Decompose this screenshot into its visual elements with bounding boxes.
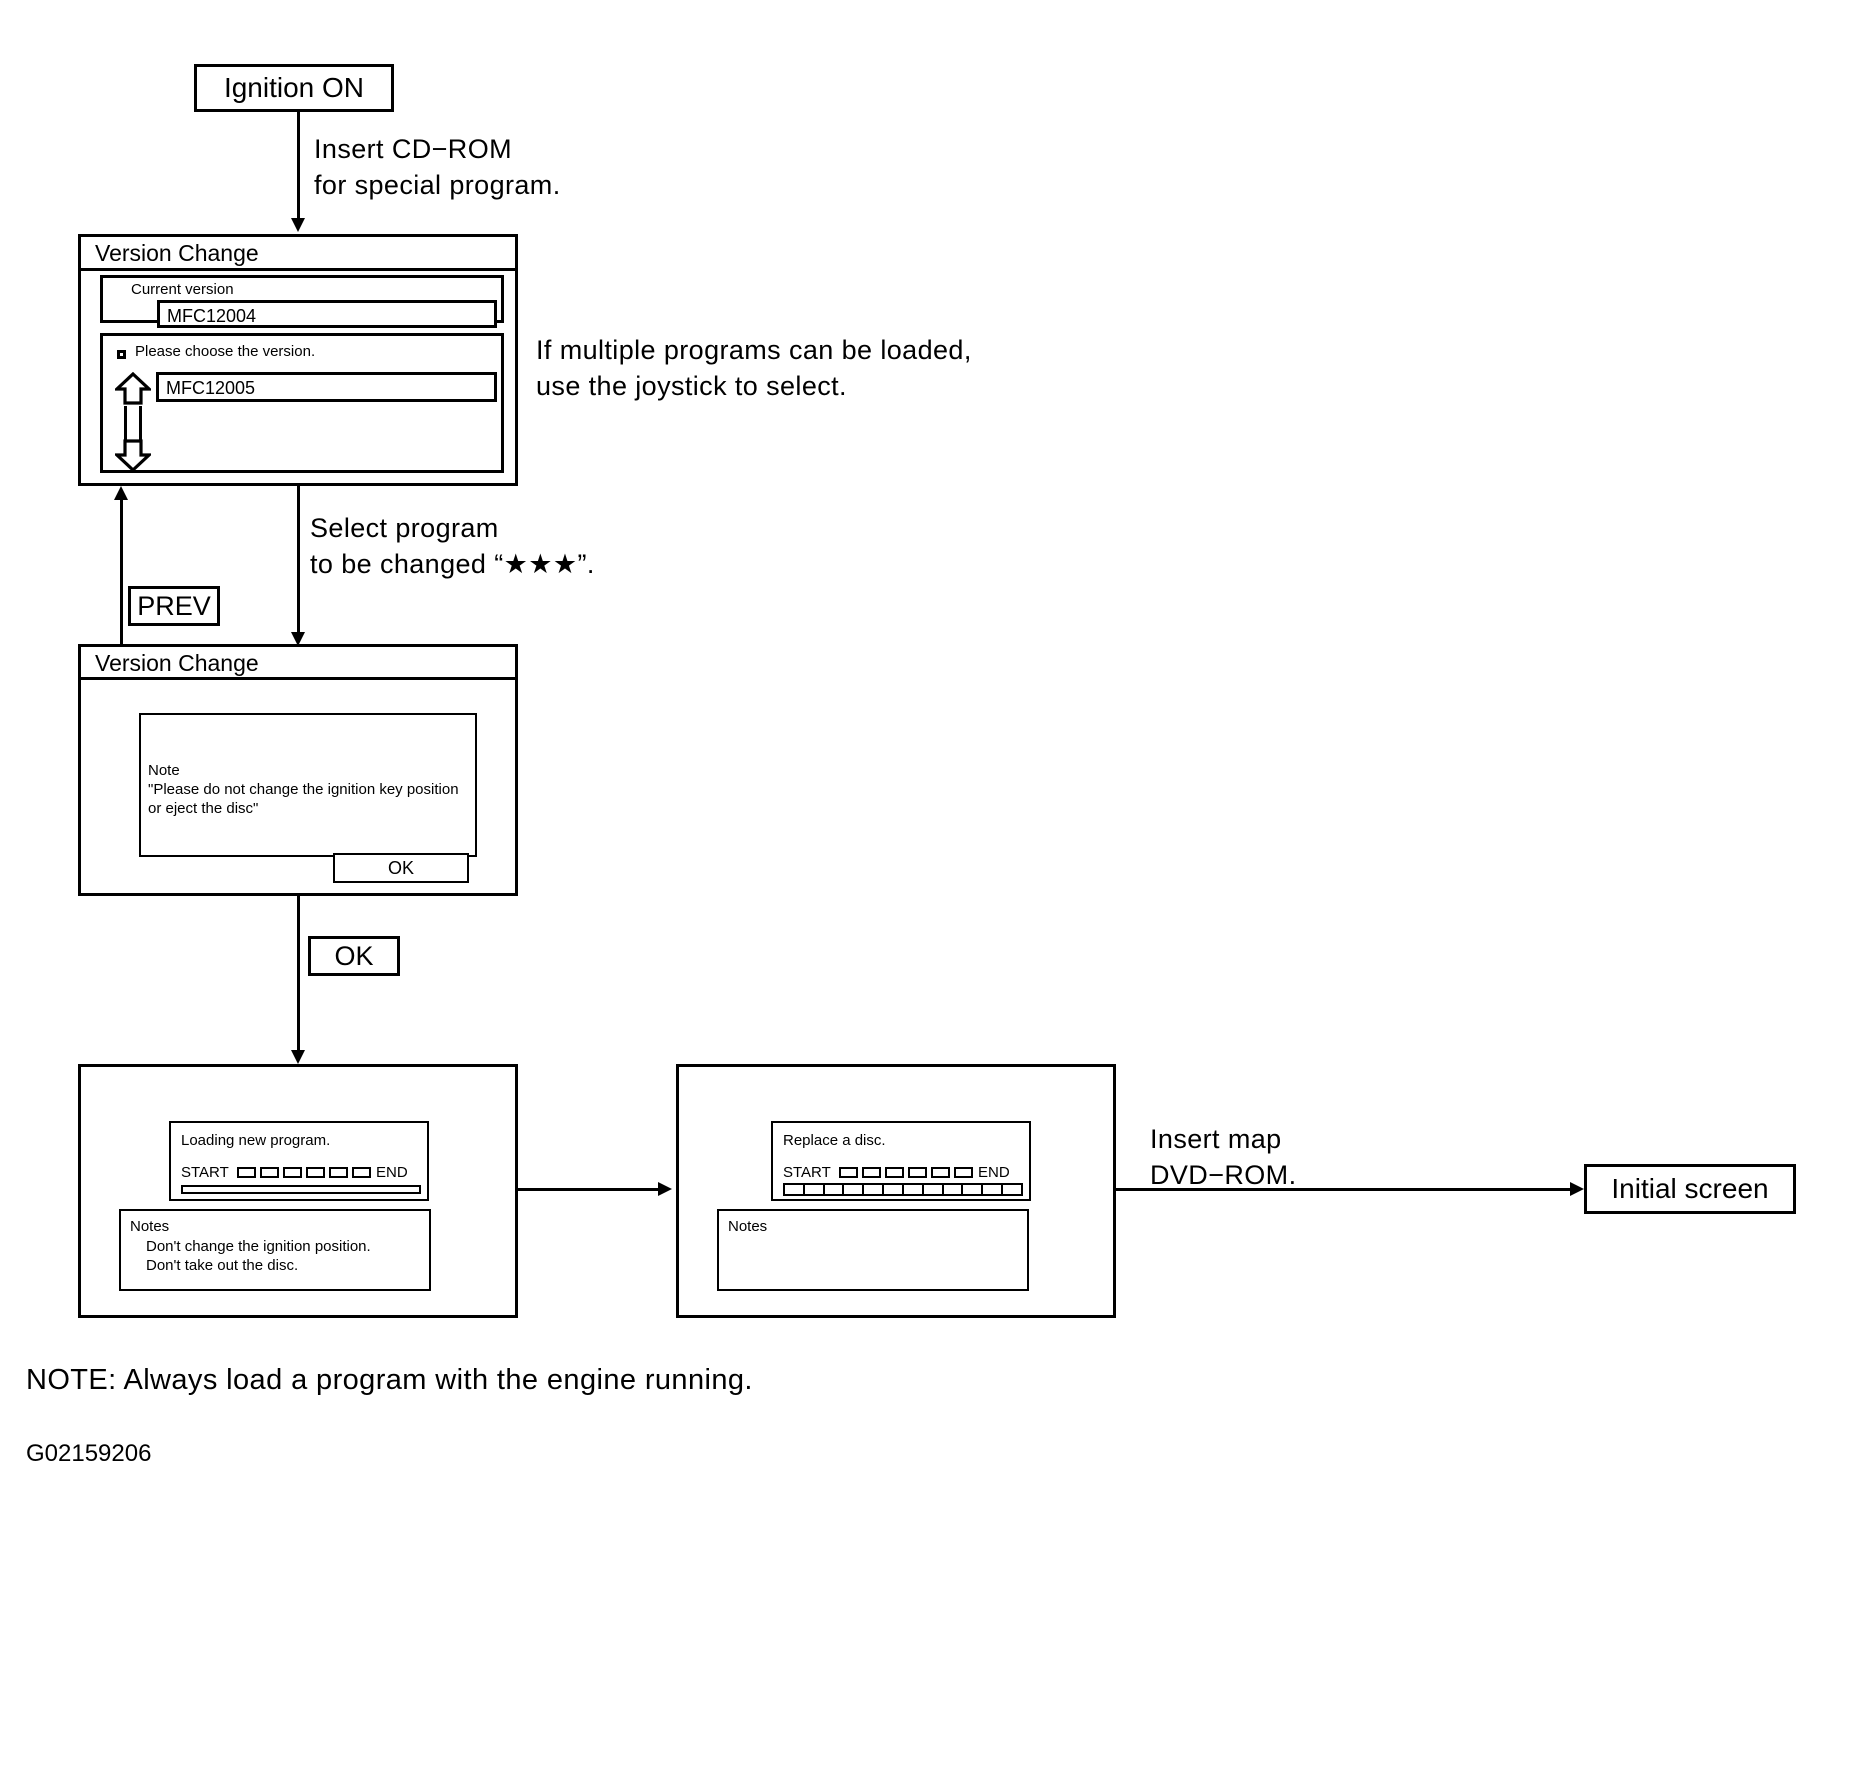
progress-segment bbox=[352, 1167, 371, 1178]
progress-segment bbox=[908, 1167, 927, 1178]
progress-segment bbox=[306, 1167, 325, 1178]
loading-notes-heading: Notes bbox=[130, 1218, 170, 1235]
prev-button-label: PREV bbox=[137, 590, 211, 621]
node-initial-screen-label: Initial screen bbox=[1611, 1173, 1769, 1204]
replace-progress-end-label: END bbox=[978, 1164, 1010, 1181]
loading-progress-group: Loading new program. START END bbox=[169, 1121, 429, 1201]
diagram-id-code: G02159206 bbox=[26, 1440, 152, 1467]
screen1-current-version-label: Current version bbox=[131, 281, 234, 298]
prev-button[interactable]: PREV bbox=[128, 586, 220, 626]
progress-segment bbox=[283, 1167, 302, 1178]
edge-label-insert-cdrom-line2: for special program. bbox=[314, 170, 561, 200]
screen-version-change-select: Version Change Current version MFC12004 … bbox=[78, 234, 518, 486]
replace-heading: Replace a disc. bbox=[783, 1132, 886, 1149]
screen1-current-version-value: MFC12004 bbox=[157, 300, 497, 328]
node-ignition-on: Ignition ON bbox=[194, 64, 394, 112]
progress-segment bbox=[931, 1167, 950, 1178]
node-ignition-on-label: Ignition ON bbox=[223, 72, 365, 103]
loading-notes-group: Notes Don't change the ignition position… bbox=[119, 1209, 431, 1291]
edge-screen1-to-screen2 bbox=[297, 486, 300, 636]
edge-label-select-program-line2: to be changed “★★★”. bbox=[310, 549, 595, 579]
progress-segment bbox=[839, 1167, 858, 1178]
edge-label-select-program-line1: Select program bbox=[310, 513, 499, 543]
progress-segment bbox=[885, 1167, 904, 1178]
edge-screen4-to-initial-arrow-icon bbox=[1570, 1182, 1584, 1196]
arrow-up-icon[interactable] bbox=[115, 372, 151, 406]
edge-label-insert-map-line1: Insert map bbox=[1150, 1124, 1282, 1154]
edge-ignition-arrow-icon bbox=[291, 218, 305, 232]
edge-screen3-to-screen4 bbox=[518, 1188, 660, 1191]
edge-screen2-to-screen3 bbox=[297, 896, 300, 1054]
note-dialog-ok-label: OK bbox=[387, 857, 414, 878]
loading-progress-end-label: END bbox=[376, 1164, 408, 1181]
node-initial-screen: Initial screen bbox=[1584, 1164, 1796, 1214]
progress-bar bbox=[181, 1185, 421, 1194]
screen1-choose-version-group: Please choose the version. MFC12005 bbox=[100, 333, 504, 473]
replace-progress-start-label: START bbox=[783, 1164, 831, 1181]
progress-segment bbox=[237, 1167, 256, 1178]
edge-screen1-to-screen2-arrow-icon bbox=[291, 632, 305, 646]
annotation-multiple-programs-line1: If multiple programs can be loaded, bbox=[536, 335, 972, 365]
screen1-choose-value[interactable]: MFC12005 bbox=[156, 372, 497, 402]
progress-segment bbox=[260, 1167, 279, 1178]
screen1-current-version-group: Current version MFC12004 bbox=[100, 275, 504, 328]
screen1-choose-label: Please choose the version. bbox=[135, 343, 316, 360]
screen-loading-new-program: Loading new program. START END Notes Don… bbox=[78, 1064, 518, 1318]
note-dialog-line1: "Please do not change the ignition key p… bbox=[148, 781, 459, 798]
replace-progress-group: Replace a disc. START END bbox=[771, 1121, 1031, 1201]
screen-version-change-note: Version Change Note "Please do not chang… bbox=[78, 644, 518, 896]
edge-prev-return-line bbox=[120, 498, 123, 646]
footer-note: NOTE: Always load a program with the eng… bbox=[26, 1364, 753, 1396]
note-dialog: Note "Please do not change the ignition … bbox=[139, 713, 477, 857]
edge-prev-return-arrow-icon bbox=[114, 486, 128, 500]
ok-flow-button-label: OK bbox=[334, 940, 374, 971]
edge-label-insert-cdrom-line1: Insert CD−ROM bbox=[314, 134, 512, 164]
loading-notes-line1: Don't change the ignition position. bbox=[146, 1238, 371, 1255]
replace-notes-heading: Notes bbox=[728, 1218, 768, 1235]
square-bullet-icon bbox=[117, 350, 126, 359]
progress-bar-segmented bbox=[783, 1183, 1023, 1196]
loading-notes-line2: Don't take out the disc. bbox=[146, 1257, 299, 1274]
arrow-down-icon[interactable] bbox=[115, 438, 151, 472]
edge-label-insert-map-line2: DVD−ROM. bbox=[1150, 1160, 1297, 1190]
replace-notes-group: Notes bbox=[717, 1209, 1029, 1291]
progress-segment bbox=[954, 1167, 973, 1178]
screen1-title: Version Change bbox=[81, 237, 515, 271]
annotation-multiple-programs-line2: use the joystick to select. bbox=[536, 371, 847, 401]
edge-screen3-to-screen4-arrow-icon bbox=[658, 1182, 672, 1196]
note-dialog-heading: Note bbox=[148, 762, 180, 779]
progress-segment bbox=[329, 1167, 348, 1178]
ok-flow-button[interactable]: OK bbox=[308, 936, 400, 976]
progress-segment bbox=[862, 1167, 881, 1178]
screen2-title: Version Change bbox=[81, 647, 515, 680]
note-dialog-ok-button[interactable]: OK bbox=[333, 853, 469, 883]
note-dialog-line2: or eject the disc" bbox=[148, 800, 259, 817]
edge-ignition-to-screen1 bbox=[297, 112, 300, 220]
edge-screen4-to-initial bbox=[1116, 1188, 1572, 1191]
loading-progress-start-label: START bbox=[181, 1164, 229, 1181]
screen-replace-disc: Replace a disc. START END Notes bbox=[676, 1064, 1116, 1318]
edge-screen2-to-screen3-arrow-icon bbox=[291, 1050, 305, 1064]
loading-heading: Loading new program. bbox=[181, 1132, 331, 1149]
